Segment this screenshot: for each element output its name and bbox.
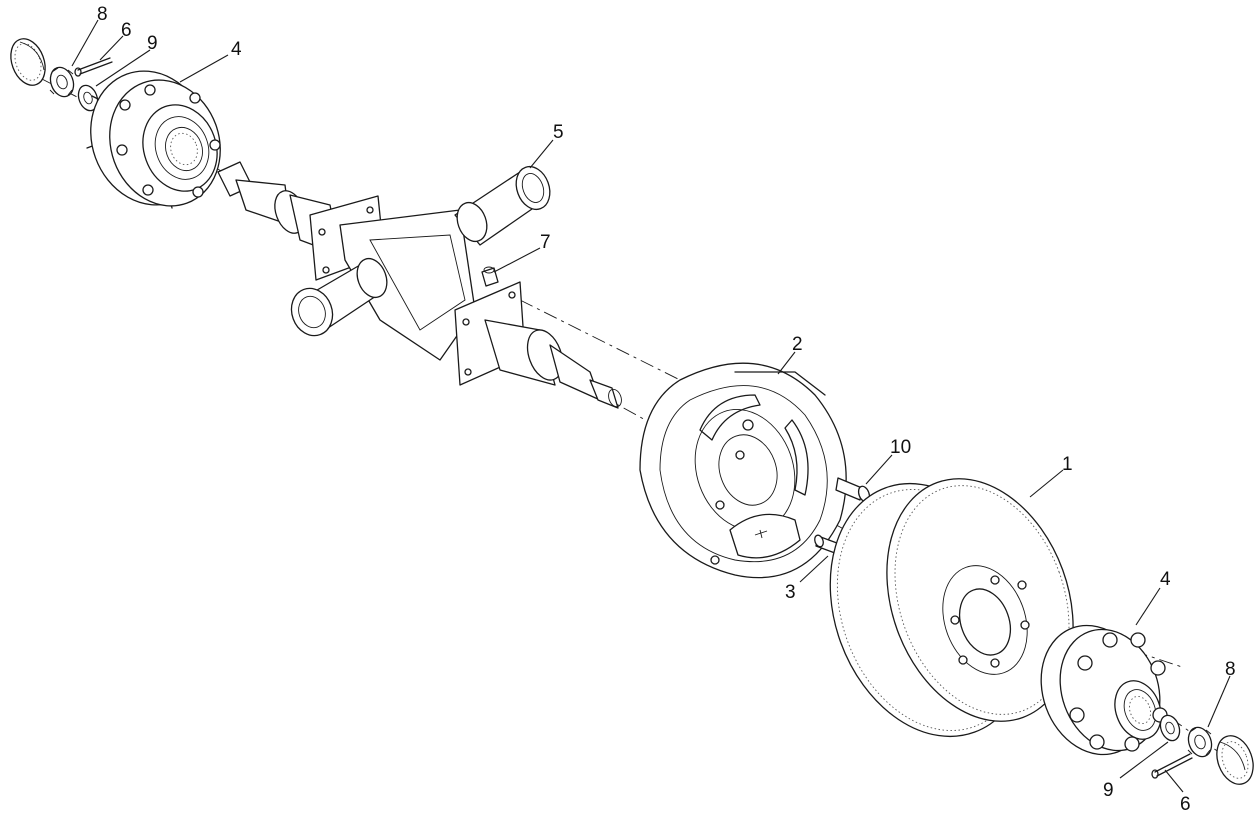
callout-1: 1 (1062, 454, 1073, 475)
washer-top (77, 84, 99, 112)
callout-6-bottom: 6 (1180, 794, 1191, 815)
cotter-pin-bottom (1151, 753, 1193, 779)
leader-lines (71, 19, 1231, 793)
dust-cap-top (10, 38, 46, 86)
callout-4-top: 4 (231, 39, 242, 60)
callout-8-top: 8 (97, 4, 108, 25)
callout-8-bottom: 8 (1225, 659, 1236, 680)
hub-bottom (1040, 624, 1168, 756)
callout-9-bottom: 9 (1103, 780, 1114, 801)
brake-assembly (639, 362, 847, 579)
callout-7: 7 (540, 232, 551, 253)
callout-2: 2 (792, 334, 803, 355)
callout-3: 3 (785, 582, 796, 603)
callout-4-bottom: 4 (1160, 569, 1171, 590)
hub-top (86, 70, 221, 209)
castle-nut-bottom (1187, 726, 1213, 758)
axle-housing (217, 161, 622, 409)
callout-5: 5 (553, 122, 564, 143)
callout-6-top: 6 (121, 20, 132, 41)
brake-drum (829, 478, 1074, 738)
dust-cap-bottom (1216, 735, 1254, 785)
callouts: 8 6 9 4 5 7 2 10 1 3 4 8 9 6 (97, 4, 1236, 815)
cotter-pin-top (74, 57, 113, 77)
grease-fitting (481, 266, 499, 287)
callout-10: 10 (890, 437, 911, 458)
castle-nut-top (49, 66, 75, 98)
callout-9-top: 9 (147, 33, 158, 54)
washer-bottom (1159, 714, 1181, 742)
